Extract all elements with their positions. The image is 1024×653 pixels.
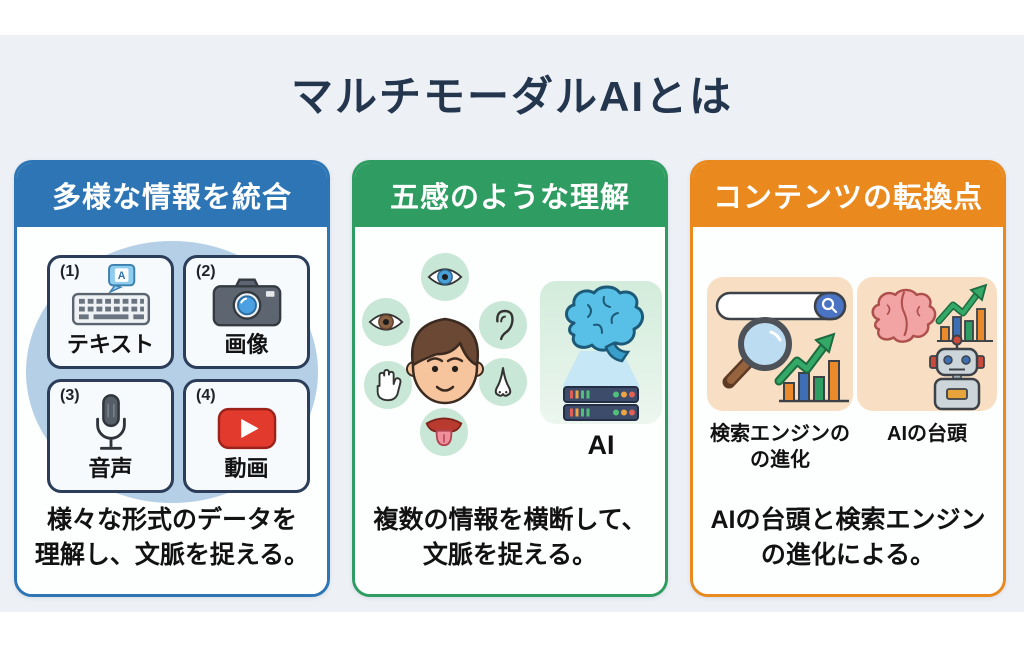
svg-text:A: A	[117, 270, 125, 282]
caption-line: 文脈を捉える。	[422, 540, 598, 569]
card-five-senses: 五感のような理解	[352, 160, 668, 597]
card-integrate-header: 多様な情報を統合	[17, 163, 327, 227]
modality-label: 音声	[88, 456, 133, 481]
card-five-senses-header: 五感のような理解	[355, 163, 665, 227]
ai-brain-server-box	[540, 281, 662, 424]
search-evolution-label: 検索エンジンの の進化	[697, 421, 863, 473]
sense-circle	[362, 298, 410, 346]
card-turning-point-caption: AIの台頭と検索エンジン の進化による。	[693, 503, 1003, 572]
card-content-turning-point: コンテンツの転換点	[690, 160, 1006, 597]
hand-icon	[376, 369, 402, 402]
camera-icon	[212, 278, 281, 327]
sense-circle	[421, 253, 469, 301]
caption-line: AIの台頭と検索エンジン	[710, 506, 986, 534]
modality-number: (1)	[60, 263, 80, 280]
modality-number: (3)	[60, 387, 80, 404]
modality-label: 画像	[224, 332, 269, 357]
card-integrate-caption: 様々な形式のデータを 理解し、文脈を捉える。	[17, 503, 327, 572]
eye-icon	[368, 313, 404, 331]
label-line: AIの台頭	[887, 423, 967, 445]
modality-number: (4)	[196, 387, 216, 404]
microphone-icon	[95, 394, 126, 450]
infographic-canvas: マルチモーダルAIとは 多様な情報を統合 (1) A	[0, 35, 1024, 612]
modality-number: (2)	[196, 263, 216, 280]
caption-line: 様々な形式のデータを	[46, 506, 297, 534]
sense-circle	[364, 361, 412, 409]
human-face	[399, 307, 491, 412]
ai-rise-icon	[871, 283, 993, 411]
search-evolution-icon	[715, 291, 849, 403]
modality-box-text: (1) A テキスト	[47, 255, 174, 369]
card-turning-point-header: コンテンツの転換点	[693, 163, 1003, 227]
ear-icon	[496, 309, 514, 341]
modality-box-audio: (3) 音声	[47, 379, 174, 493]
ai-rise-label: AIの台頭	[857, 421, 997, 447]
label-line: の進化	[750, 449, 810, 471]
modality-label: テキスト	[66, 332, 155, 357]
brain-server-icon	[562, 285, 644, 421]
eye-icon	[427, 268, 463, 286]
card-five-senses-body: AI 複数の情報を横断して、 文脈を捉える。	[355, 227, 665, 594]
nose-icon	[494, 367, 512, 397]
sense-circle	[420, 408, 468, 456]
caption-line: 複数の情報を横断して、	[373, 506, 647, 534]
ai-rise-box	[857, 277, 997, 411]
face-icon	[406, 317, 484, 405]
card-integrate-info: 多様な情報を統合 (1) A	[14, 160, 330, 597]
modality-box-image: (2) 画像	[183, 255, 310, 369]
card-integrate-body: (1) A テキスト	[17, 227, 327, 594]
video-play-icon	[217, 407, 276, 450]
sense-circle	[479, 358, 527, 406]
keyboard-icon: A	[71, 263, 150, 326]
page-title: マルチモーダルAIとは	[290, 73, 733, 120]
label-line: 検索エンジンの	[710, 423, 850, 445]
modality-box-video: (4) 動画	[183, 379, 310, 493]
modality-label: 動画	[224, 456, 269, 481]
card-five-senses-caption: 複数の情報を横断して、 文脈を捉える。	[355, 503, 665, 572]
search-evolution-box	[707, 277, 853, 411]
tongue-icon	[425, 417, 463, 446]
card-turning-point-body: 検索エンジンの の進化 AIの台頭 AIの台頭と検索エンジン の進化による。	[693, 227, 1003, 594]
caption-line: 理解し、文脈を捉える。	[34, 540, 310, 569]
ai-label: AI	[587, 430, 615, 460]
caption-line: の進化による。	[760, 540, 936, 569]
sense-circle	[479, 301, 527, 349]
